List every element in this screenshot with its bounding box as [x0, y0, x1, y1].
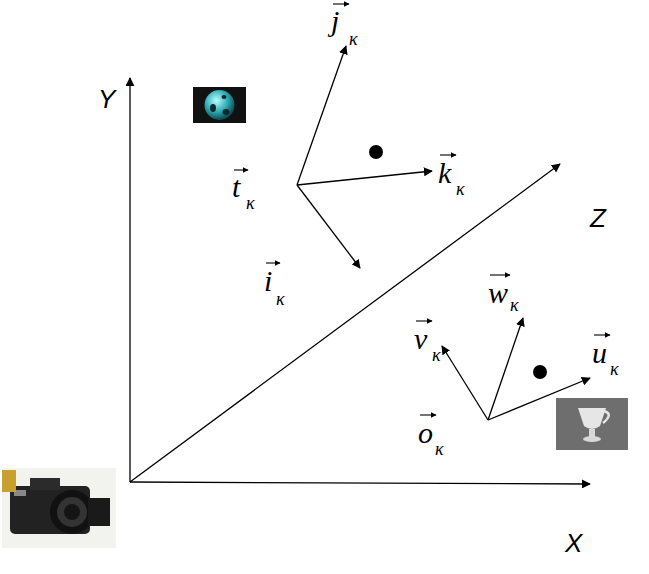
vector-label: u: [592, 338, 607, 368]
vector-label: o: [418, 418, 433, 448]
subscript-label: κ: [456, 180, 465, 198]
cup-object-icon: [556, 398, 628, 450]
point-dot: [533, 365, 547, 379]
camera-icon: [2, 468, 116, 548]
subscript-label: κ: [432, 346, 441, 364]
point-dot: [369, 145, 383, 159]
subscript-label: κ: [349, 30, 358, 48]
subscript-label: κ: [610, 360, 619, 378]
object-frame: [297, 46, 432, 268]
vector-label: i: [264, 266, 272, 296]
subscript-label: κ: [435, 440, 444, 458]
axis-label: X: [565, 530, 582, 556]
vector-label: v: [414, 324, 427, 354]
vector-label: j: [331, 6, 339, 36]
sphere-object-icon: [193, 87, 246, 123]
vector-label: t: [232, 172, 240, 202]
vector-label: w: [488, 278, 508, 308]
vector-arrow-marks: [234, 4, 610, 415]
subscript-label: κ: [246, 194, 255, 212]
subscript-label: κ: [510, 296, 519, 314]
world-axes: [130, 78, 590, 484]
axis-label: Y: [98, 86, 115, 112]
vector-label: k: [438, 158, 451, 188]
subscript-label: κ: [276, 290, 285, 308]
axis-label: Z: [590, 205, 606, 231]
